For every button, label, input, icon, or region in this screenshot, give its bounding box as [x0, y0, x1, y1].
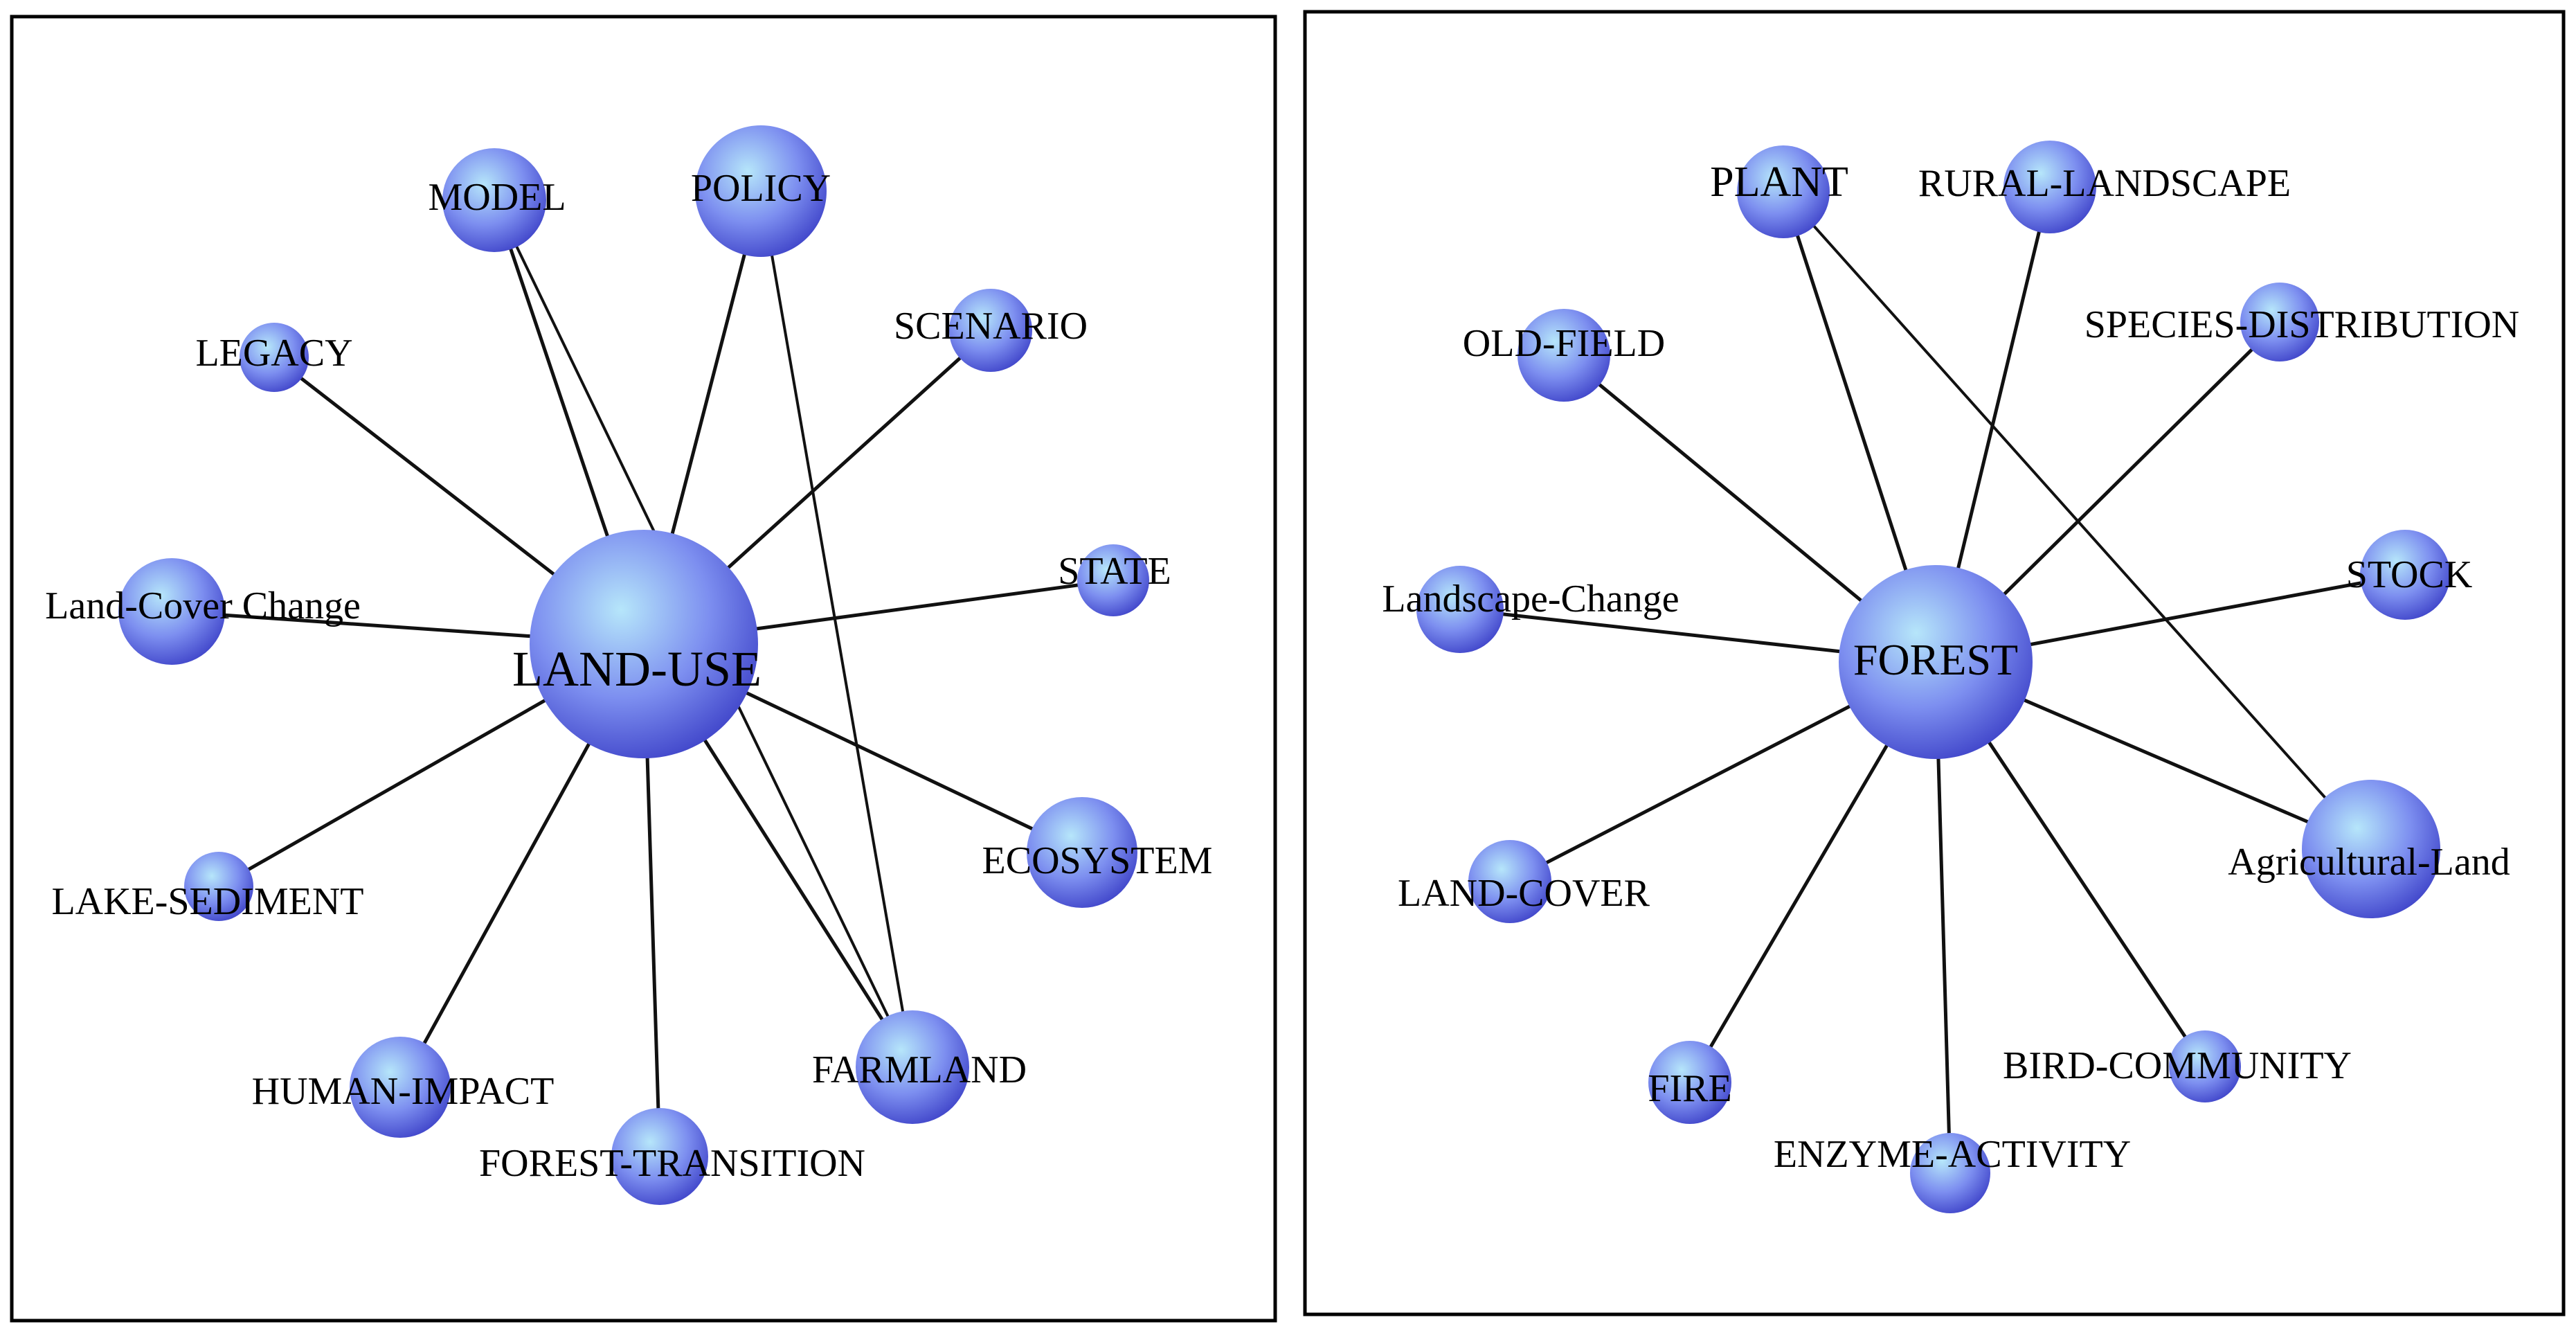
label-legacy: LEGACY	[195, 332, 352, 375]
labels-land-use: LAND-USE MODEL POLICY LEGACY SCENARIO STATE La…	[45, 167, 1212, 1185]
node-agricultural-land	[2302, 780, 2440, 918]
label-forest-transition: FOREST-TRANSITION	[479, 1142, 865, 1185]
label-landscape-change: Landscape-Change	[1382, 578, 1679, 620]
node-model	[442, 148, 546, 252]
label-agricultural-land: Agricultural-Land	[2228, 841, 2510, 884]
node-forest	[1839, 565, 2033, 759]
node-forest-transition	[611, 1108, 708, 1205]
node-legacy	[240, 323, 309, 392]
node-enzyme-activity	[1910, 1133, 1990, 1213]
label-land-cover-change: Land-Cover Change	[45, 584, 361, 627]
label-forest: FOREST	[1853, 635, 2018, 684]
node-scenario	[949, 289, 1032, 372]
label-scenario: SCENARIO	[894, 305, 1088, 348]
node-old-field	[1517, 309, 1610, 402]
label-ecosystem: ECOSYSTEM	[982, 839, 1213, 882]
node-fire	[1648, 1041, 1731, 1124]
node-lake-sediment	[184, 852, 253, 921]
label-human-impact: HUMAN-IMPACT	[252, 1070, 555, 1113]
label-land-cover: LAND-COVER	[1398, 872, 1650, 915]
node-species-distribution	[2240, 283, 2319, 361]
nodes-land-use	[118, 125, 1149, 1205]
label-rural-landscape: RURAL-LANDSCAPE	[1918, 162, 2291, 205]
label-bird-community: BIRD-COMMUNITY	[2003, 1044, 2352, 1087]
network-land-use: LAND-USE MODEL POLICY LEGACY SCENARIO STATE La…	[45, 125, 1212, 1205]
node-farmland	[856, 1010, 969, 1124]
panel-left-border	[10, 15, 1277, 1323]
label-policy: POLICY	[691, 167, 831, 210]
label-species-distribution: SPECIES-DISTRIBUTION	[2084, 303, 2519, 346]
node-land-cover	[1468, 840, 1551, 923]
label-farmland: FARMLAND	[812, 1048, 1027, 1091]
label-land-use: LAND-USE	[512, 641, 762, 697]
labels-forest: FOREST PLANT RURAL-LANDSCAPE OLD-FIELD SPECI…	[1382, 159, 2519, 1176]
node-land-cover-change	[118, 558, 225, 665]
edge-plant-agricultural-land	[1782, 190, 2372, 850]
label-stock: STOCK	[2346, 553, 2473, 596]
node-ecosystem	[1027, 797, 1137, 908]
label-enzyme-activity: ENZYME-ACTIVITY	[1774, 1133, 2131, 1176]
edge-policy-farmland	[759, 190, 914, 1068]
panel-right-border	[1303, 10, 2566, 1316]
node-policy	[695, 125, 827, 257]
label-fire: FIRE	[1648, 1067, 1731, 1110]
node-stock	[2360, 530, 2450, 620]
node-state	[1077, 544, 1149, 616]
nodes-forest	[1416, 141, 2450, 1213]
node-human-impact	[350, 1037, 451, 1138]
label-model: MODEL	[428, 176, 566, 219]
label-state: STATE	[1058, 550, 1171, 593]
node-plant	[1737, 145, 1830, 238]
network-forest: FOREST PLANT RURAL-LANDSCAPE OLD-FIELD SPECI…	[1382, 141, 2519, 1213]
node-land-use	[530, 530, 758, 758]
label-old-field: OLD-FIELD	[1463, 322, 1665, 365]
label-plant: PLANT	[1710, 159, 1848, 206]
node-landscape-change	[1416, 566, 1504, 653]
node-bird-community	[2169, 1030, 2241, 1102]
label-lake-sediment: LAKE-SEDIMENT	[51, 880, 363, 923]
node-rural-landscape	[2003, 141, 2096, 233]
